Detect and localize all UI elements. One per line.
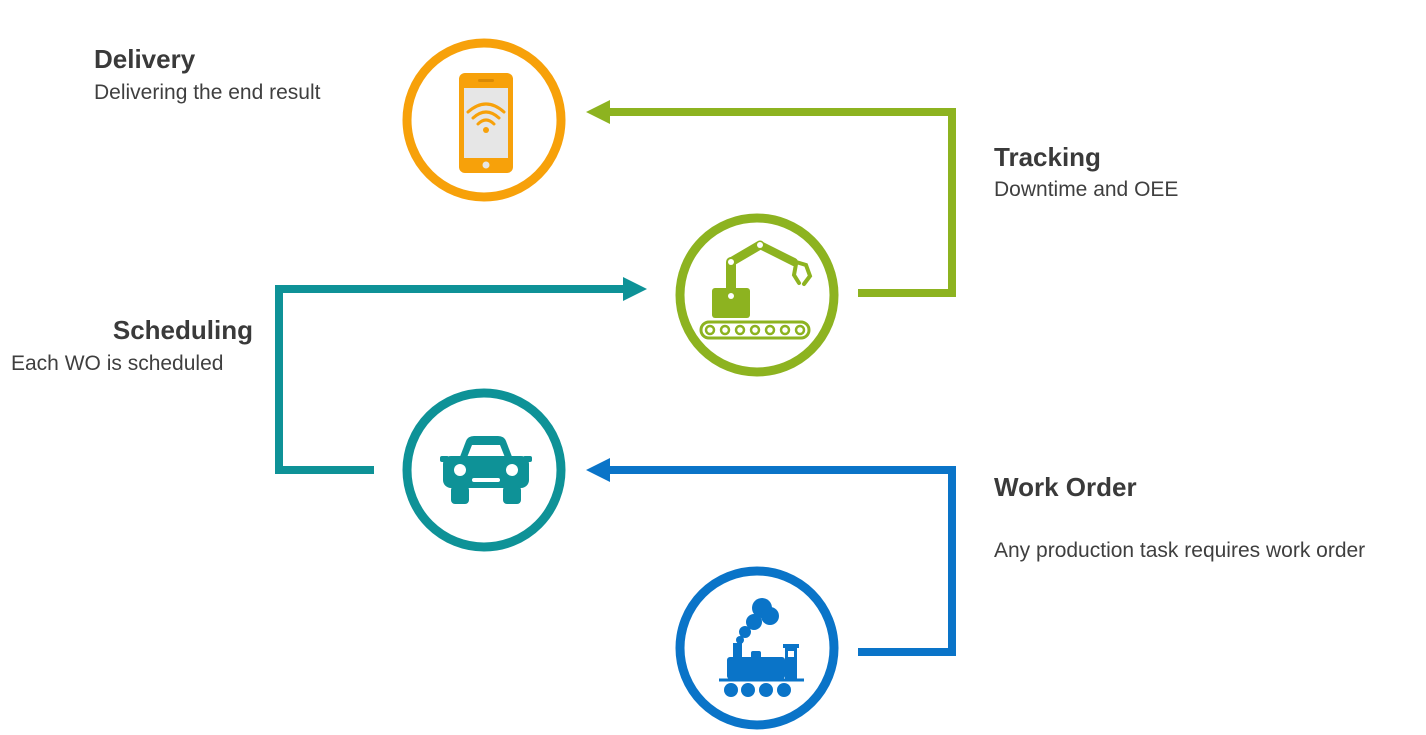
node-ring	[675, 566, 839, 730]
step-title: Work Order	[994, 472, 1137, 502]
node-delivery	[402, 38, 566, 202]
label-tracking: Tracking Downtime and OEE	[994, 142, 1178, 203]
node-work-order	[675, 566, 839, 730]
connector-scheduling-to-tracking	[275, 277, 647, 474]
smartphone-wifi-icon	[459, 73, 513, 173]
node-tracking	[675, 213, 839, 377]
step-title: Delivery	[94, 44, 196, 74]
label-work-order: Work Order Any production task requires …	[994, 472, 1365, 564]
label-delivery: Delivery Delivering the end result	[94, 44, 320, 106]
step-description: Delivering the end result	[94, 81, 321, 104]
robot-arm-conveyor-icon	[699, 240, 813, 340]
connector-tracking-to-delivery	[586, 100, 956, 297]
car-icon	[440, 436, 532, 504]
connector-workorder-to-scheduling	[586, 458, 956, 656]
label-scheduling: Scheduling Each WO is scheduled	[11, 315, 253, 377]
step-title: Scheduling	[112, 315, 253, 345]
arrowhead-icon	[586, 100, 610, 124]
node-ring	[675, 213, 839, 377]
node-scheduling	[402, 388, 566, 552]
arrowhead-icon	[623, 277, 647, 301]
arrowhead-icon	[586, 458, 610, 482]
step-description: Each WO is scheduled	[11, 352, 224, 375]
connector-line	[608, 466, 956, 656]
step-title: Tracking	[994, 142, 1101, 172]
step-description: Any production task requires work order	[994, 539, 1366, 562]
steam-train-icon	[719, 598, 804, 697]
step-description: Downtime and OEE	[994, 178, 1179, 201]
connector-line	[608, 108, 956, 297]
connector-line	[275, 285, 624, 474]
